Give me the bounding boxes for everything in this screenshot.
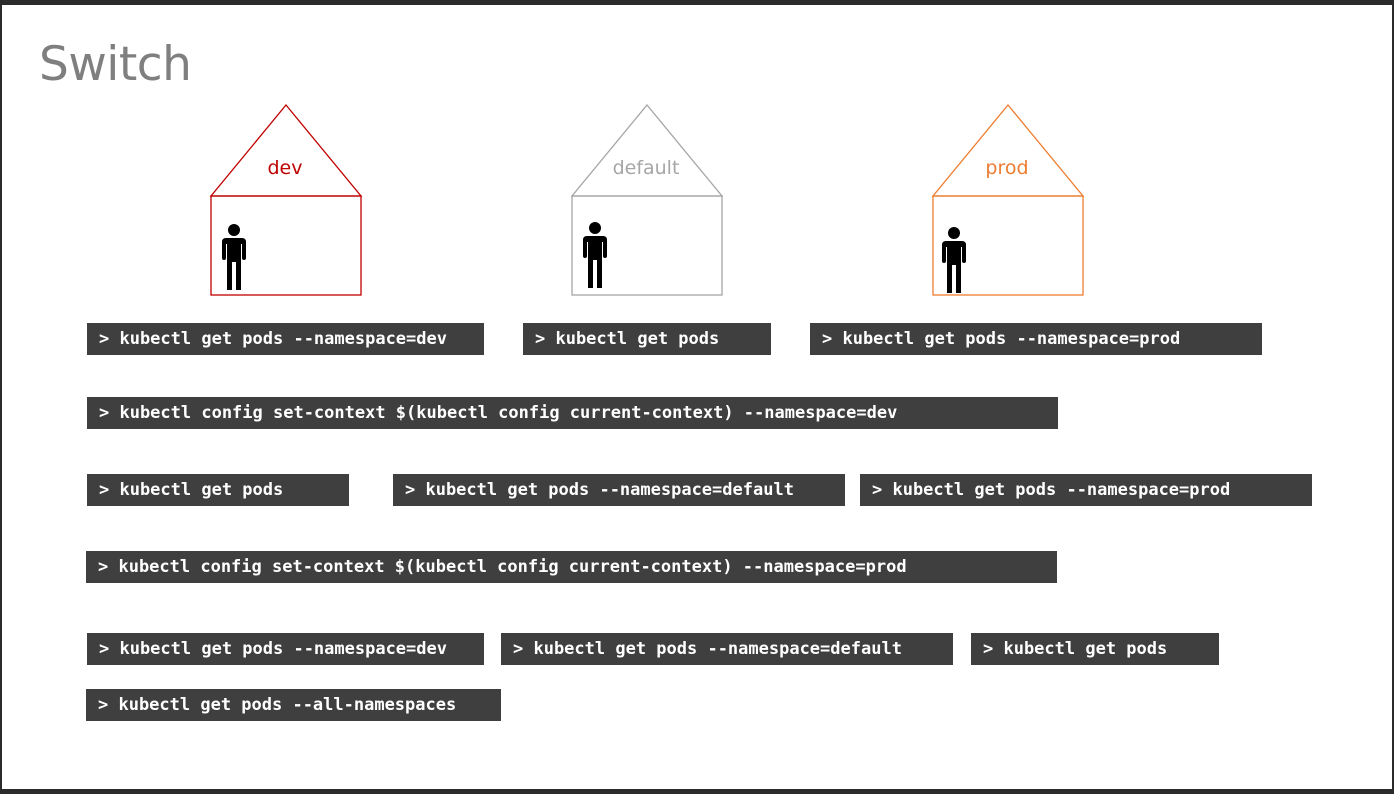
person-icon (942, 227, 966, 293)
house-outline-default (570, 104, 724, 296)
namespace-label-default: default (612, 157, 680, 179)
namespace-dev: dev (209, 104, 363, 298)
command-get-pods-prod: > kubectl get pods --namespace=prod (860, 474, 1312, 506)
house-outline-prod (931, 104, 1085, 296)
command-get-pods-prod: > kubectl get pods --namespace=prod (810, 323, 1262, 355)
command-set-context-dev: > kubectl config set-context $(kubectl c… (87, 397, 1058, 429)
person-icon (222, 224, 246, 290)
command-get-pods-all-namespaces: > kubectl get pods --all-namespaces (86, 689, 501, 721)
namespace-label-dev: dev (267, 157, 303, 179)
namespace-label-prod: prod (985, 157, 1029, 179)
house-outline-dev (209, 104, 363, 296)
namespace-default: default (570, 104, 724, 298)
command-set-context-prod: > kubectl config set-context $(kubectl c… (86, 551, 1057, 583)
command-get-pods-default: > kubectl get pods --namespace=default (501, 633, 953, 665)
command-get-pods-dev: > kubectl get pods --namespace=dev (87, 633, 484, 665)
command-get-pods: > kubectl get pods (523, 323, 771, 355)
slide: Switch dev default (2, 5, 1392, 789)
command-get-pods: > kubectl get pods (971, 633, 1219, 665)
slide-title: Switch (39, 37, 192, 92)
command-get-pods: > kubectl get pods (87, 474, 349, 506)
command-get-pods-dev: > kubectl get pods --namespace=dev (87, 323, 484, 355)
person-icon (583, 222, 607, 288)
namespace-prod: prod (931, 104, 1085, 298)
command-get-pods-default: > kubectl get pods --namespace=default (393, 474, 845, 506)
